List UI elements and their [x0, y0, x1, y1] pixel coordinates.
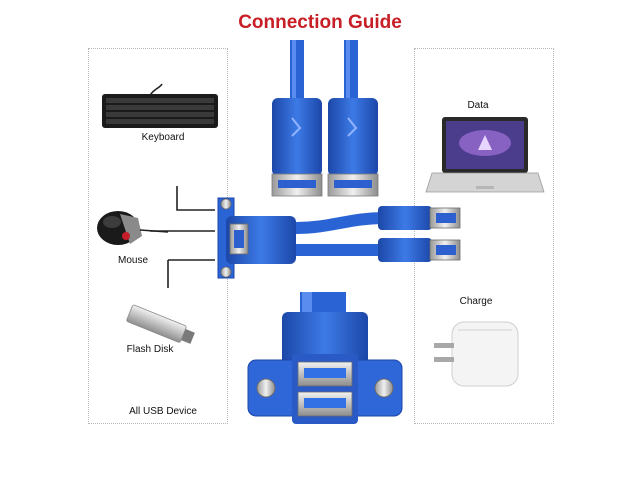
label-charge: Charge — [459, 296, 493, 307]
label-flash-disk: Flash Disk — [126, 344, 174, 355]
mouse-image — [97, 211, 169, 245]
label-data: Data — [467, 100, 489, 111]
top-usb-cables — [271, 40, 379, 197]
bottom-dual-usb-port — [247, 292, 403, 424]
label-all-usb-device: All USB Device — [129, 406, 197, 417]
flash-disk-image — [126, 304, 195, 344]
laptop-image — [425, 117, 545, 193]
charger-image — [434, 321, 519, 387]
device-connector-lines — [150, 186, 215, 288]
keyboard-image — [102, 83, 218, 128]
label-mouse: Mouse — [117, 255, 148, 266]
page-title: Connection Guide — [238, 12, 402, 33]
panel-mount-y-cable — [217, 197, 461, 279]
label-keyboard: Keyboard — [141, 132, 185, 143]
right-device-panel — [414, 48, 554, 424]
